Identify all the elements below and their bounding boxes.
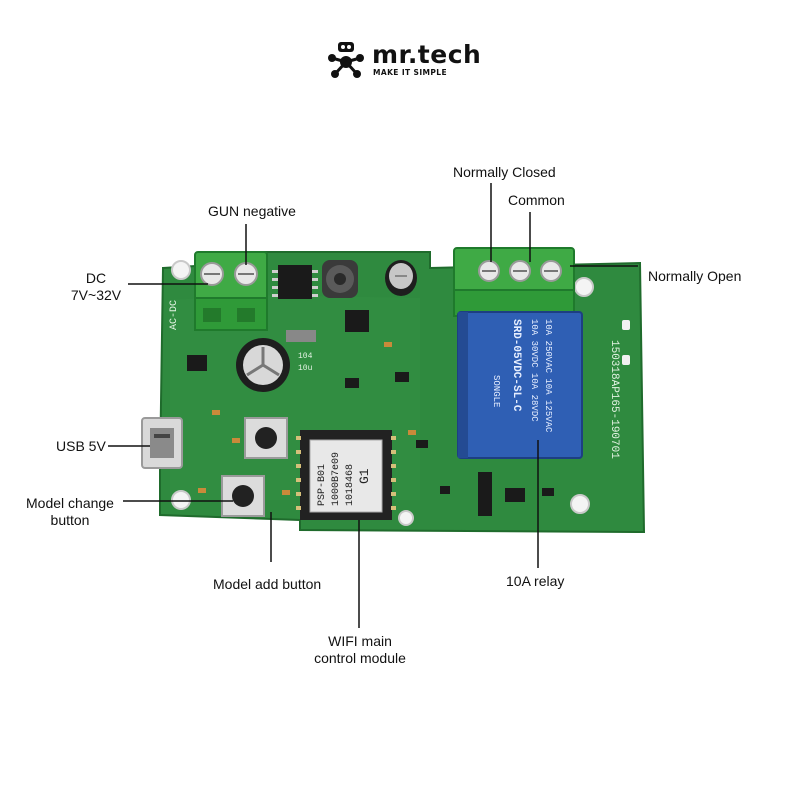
pcb-code-silkscreen: 150318AP165-190701 (608, 340, 620, 459)
leader-lines (108, 183, 638, 628)
dc-screw-terminal (194, 251, 268, 331)
label-model-add: Model add button (213, 576, 322, 592)
relay (457, 311, 583, 459)
ac-silkscreen: AC-DC (169, 300, 180, 330)
label-wifi-line1: WIFI main (328, 633, 392, 649)
usb-connector (141, 417, 183, 469)
label-wifi-line2: control module (314, 650, 406, 666)
label-dc-line1: DC (85, 270, 107, 286)
label-common: Common (508, 192, 565, 208)
module-text-1: PSP-B01 (317, 464, 328, 506)
smd-components (187, 310, 554, 516)
brand-logo: mr.tech MAKE IT SIMPLE (326, 40, 486, 82)
module-text-3: 1018468 (345, 464, 356, 506)
wifi-module (296, 430, 396, 520)
brand-name: mr.tech (372, 40, 482, 69)
relay-rating-2: 10A 30VDC 10A 28VDC (529, 319, 539, 422)
silk-104: 104 (298, 352, 313, 361)
inductor (322, 260, 358, 298)
robot-icon (328, 42, 364, 78)
model-change-push-button (221, 475, 265, 517)
label-relay: 10A relay (506, 573, 565, 589)
relay-screw-terminal (453, 247, 575, 317)
label-normally-closed: Normally Closed (453, 164, 556, 180)
brand-tagline: MAKE IT SIMPLE (373, 68, 447, 77)
module-text-4: G1 (357, 468, 372, 484)
electrolytic-capacitor-small (385, 260, 417, 296)
electrolytic-capacitor-large (236, 338, 290, 392)
model-add-push-button (244, 417, 288, 459)
label-model-change: Model change button (18, 495, 122, 529)
label-wifi: WIFI main control module (300, 633, 420, 667)
relay-brand: SONGLE (491, 375, 501, 407)
label-dc-line2: 7V~32V (70, 287, 122, 303)
label-normally-open: Normally Open (648, 268, 742, 284)
label-usb: USB 5V (56, 438, 106, 454)
silk-10u: 10u (298, 364, 313, 373)
relay-rating-1: 10A 250VAC 10A 125VAC (543, 319, 553, 433)
module-text-2: 1000B7e09 (331, 452, 342, 506)
ic-chip (272, 265, 318, 299)
mounting-holes (171, 260, 594, 526)
label-model-change-line1: Model change (26, 495, 114, 511)
label-gun-negative: GUN negative (208, 203, 296, 219)
relay-model: SRD-05VDC-SL-C (510, 319, 522, 412)
label-dc: DC 7V~32V (62, 270, 130, 304)
label-model-change-line2: button (50, 512, 90, 528)
